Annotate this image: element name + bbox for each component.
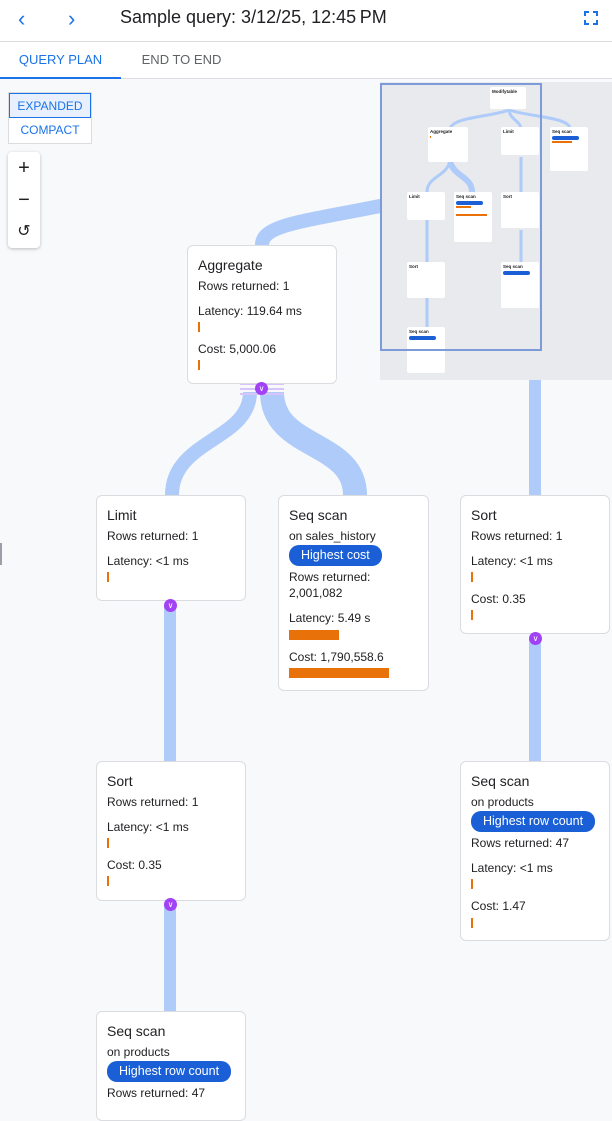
table-name: on products: [107, 1044, 170, 1059]
back-chevron-left-icon[interactable]: ‹: [18, 6, 26, 31]
cost: Cost: 1.47: [471, 899, 526, 914]
cost-bar: [471, 610, 473, 621]
collapse-chevron-icon[interactable]: ∨: [529, 632, 542, 645]
reset-zoom-icon[interactable]: ↺: [17, 223, 31, 240]
zoom-in-icon[interactable]: +: [18, 157, 30, 179]
minimap-node: Sort: [501, 192, 539, 228]
header: ‹ › Sample query: 3/12/25, 12:45 PM: [0, 0, 612, 42]
rows-returned: Rows returned: 1: [107, 528, 199, 543]
node-title: Limit: [107, 507, 137, 523]
expanded-button[interactable]: EXPANDED: [9, 93, 91, 118]
latency-bar: [198, 322, 200, 333]
node-title: Seq scan: [289, 507, 348, 523]
page-title: Sample query: 3/12/25, 12:45 PM: [120, 7, 387, 27]
minimap-node: Seq scan: [501, 262, 539, 308]
collapse-chevron-icon[interactable]: ∨: [164, 898, 177, 911]
tab-query-plan[interactable]: QUERY PLAN: [0, 42, 121, 79]
minimap-node: Limit: [407, 192, 445, 220]
cost-bar: [198, 360, 200, 371]
collapse-chevron-icon[interactable]: ∨: [255, 382, 268, 395]
cost-bar: [471, 917, 473, 928]
node-title: Seq scan: [107, 1023, 166, 1039]
highest-row-count-badge: Highest row count: [107, 1061, 232, 1082]
node-aggregate[interactable]: Aggregate Rows returned: 1 Latency: 119.…: [187, 245, 337, 384]
rows-returned: Rows returned: 1: [107, 794, 199, 809]
latency-bar: [289, 629, 339, 640]
node-title: Seq scan: [471, 773, 530, 789]
compact-button[interactable]: COMPACT: [20, 123, 80, 137]
minimap-edges: [425, 108, 572, 327]
latency: Latency: <1 ms: [471, 554, 553, 569]
edge-root-aggregate: [255, 198, 387, 247]
edge-aggregate-seqscan: [260, 390, 367, 497]
latency: Latency: 119.64 ms: [198, 304, 302, 319]
node-title: Sort: [107, 773, 133, 789]
latency: Latency: <1 ms: [471, 861, 553, 876]
node-title: Sort: [471, 507, 497, 523]
minimap-node: Sort: [407, 262, 445, 298]
rows-returned: Rows returned: 47: [471, 835, 570, 850]
forward-chevron-right-icon[interactable]: ›: [68, 6, 76, 31]
panel-resize-handle[interactable]: [0, 543, 2, 565]
latency: Latency: 5.49 s: [289, 611, 371, 626]
node-seq-scan-products-bottom[interactable]: Seq scan on products Highest row count R…: [96, 1011, 246, 1121]
highest-row-count-badge: Highest row count: [471, 811, 596, 832]
latency-bar: [107, 572, 109, 583]
zoom-controls: + − ↺: [8, 152, 40, 248]
tab-end-to-end[interactable]: END TO END: [141, 52, 222, 67]
minimap-node: Limit: [501, 127, 539, 155]
node-limit[interactable]: Limit Rows returned: 1 Latency: <1 ms: [96, 495, 246, 601]
cost: Cost: 1,790,558.6: [289, 649, 384, 664]
fullscreen-icon[interactable]: [584, 11, 598, 25]
edge-aggregate-limit: [165, 391, 257, 496]
minimap[interactable]: Modifytable Aggregate Limit Seq scan Lim…: [380, 82, 612, 380]
latency-bar: [471, 572, 473, 583]
table-name: on sales_history: [289, 528, 376, 543]
rows-returned: Rows returned: 1: [198, 278, 290, 293]
zoom-out-icon[interactable]: −: [18, 189, 30, 211]
cost-bar: [289, 667, 389, 678]
cost: Cost: 0.35: [471, 592, 526, 607]
minimap-viewport[interactable]: [380, 83, 542, 351]
latency-bar: [471, 879, 473, 890]
latency: Latency: <1 ms: [107, 554, 189, 569]
rows-returned-label: Rows returned:: [289, 569, 371, 584]
table-name: on products: [471, 794, 534, 809]
minimap-node: Seq scan: [550, 127, 588, 171]
node-sort-left[interactable]: Sort Rows returned: 1 Latency: <1 ms Cos…: [96, 761, 246, 901]
minimap-node: Modifytable: [490, 87, 526, 109]
view-mode-toggle: EXPANDED COMPACT: [8, 92, 92, 144]
node-title: Aggregate: [198, 257, 263, 273]
latency-bar: [107, 838, 109, 849]
rows-returned: Rows returned: 47: [107, 1085, 206, 1100]
rows-returned-value: 2,001,082: [289, 586, 343, 601]
minimap-node: Seq scan: [454, 192, 492, 242]
rows-returned: Rows returned: 1: [471, 528, 563, 543]
latency: Latency: <1 ms: [107, 820, 189, 835]
node-sort-right[interactable]: Sort Rows returned: 1 Latency: <1 ms Cos…: [460, 495, 610, 634]
minimap-node: Aggregate: [428, 127, 468, 162]
collapse-chevron-icon[interactable]: ∨: [164, 599, 177, 612]
cost-bar: [107, 876, 109, 887]
node-seq-scan-sales-history[interactable]: Seq scan on sales_history Highest cost R…: [278, 495, 429, 691]
highest-cost-badge: Highest cost: [289, 545, 382, 566]
cost: Cost: 0.35: [107, 858, 162, 873]
tab-bar: QUERY PLAN END TO END: [0, 42, 612, 79]
cost: Cost: 5,000.06: [198, 342, 277, 357]
node-seq-scan-products-right[interactable]: Seq scan on products Highest row count R…: [460, 761, 610, 941]
